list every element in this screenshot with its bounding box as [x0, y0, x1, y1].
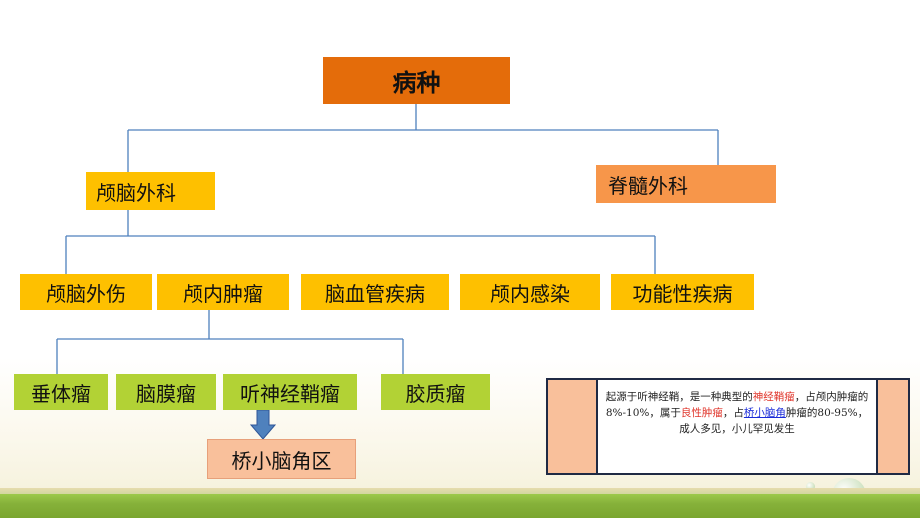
level2-box: 颅脑外伤	[20, 274, 152, 310]
water-drop-decoration	[806, 482, 815, 491]
grass-strip	[0, 494, 920, 518]
level2-box: 功能性疾病	[611, 274, 754, 310]
level2-box: 颅内感染	[460, 274, 600, 310]
root-box: 病种	[323, 57, 510, 104]
level2-box: 脑血管疾病	[301, 274, 449, 310]
info-note-text: 起源于听神经鞘，是一种典型的神经鞘瘤，占颅内肿瘤的8%-10%，属于良性肿瘤，占…	[596, 380, 878, 473]
hyperlink-text[interactable]: 桥小脑角	[743, 407, 786, 419]
level3-box: 垂体瘤	[14, 374, 108, 410]
level3-box: 胶质瘤	[381, 374, 490, 410]
ground-edge	[0, 488, 920, 496]
info-note: 起源于听神经鞘，是一种典型的神经鞘瘤，占颅内肿瘤的8%-10%，属于良性肿瘤，占…	[546, 378, 910, 475]
highlight-text: 良性肿瘤	[680, 407, 723, 419]
left-branch-box: 颅脑外科	[86, 172, 215, 210]
level2-box: 颅内肿瘤	[157, 274, 289, 310]
right-branch-box: 脊髓外科	[596, 165, 776, 203]
highlight-text: 神经鞘瘤	[752, 391, 795, 403]
level3-box: 脑膜瘤	[116, 374, 216, 410]
level3-box: 听神经鞘瘤	[223, 374, 357, 410]
location-box: 桥小脑角区	[207, 439, 356, 479]
down-arrow-icon	[250, 410, 276, 440]
